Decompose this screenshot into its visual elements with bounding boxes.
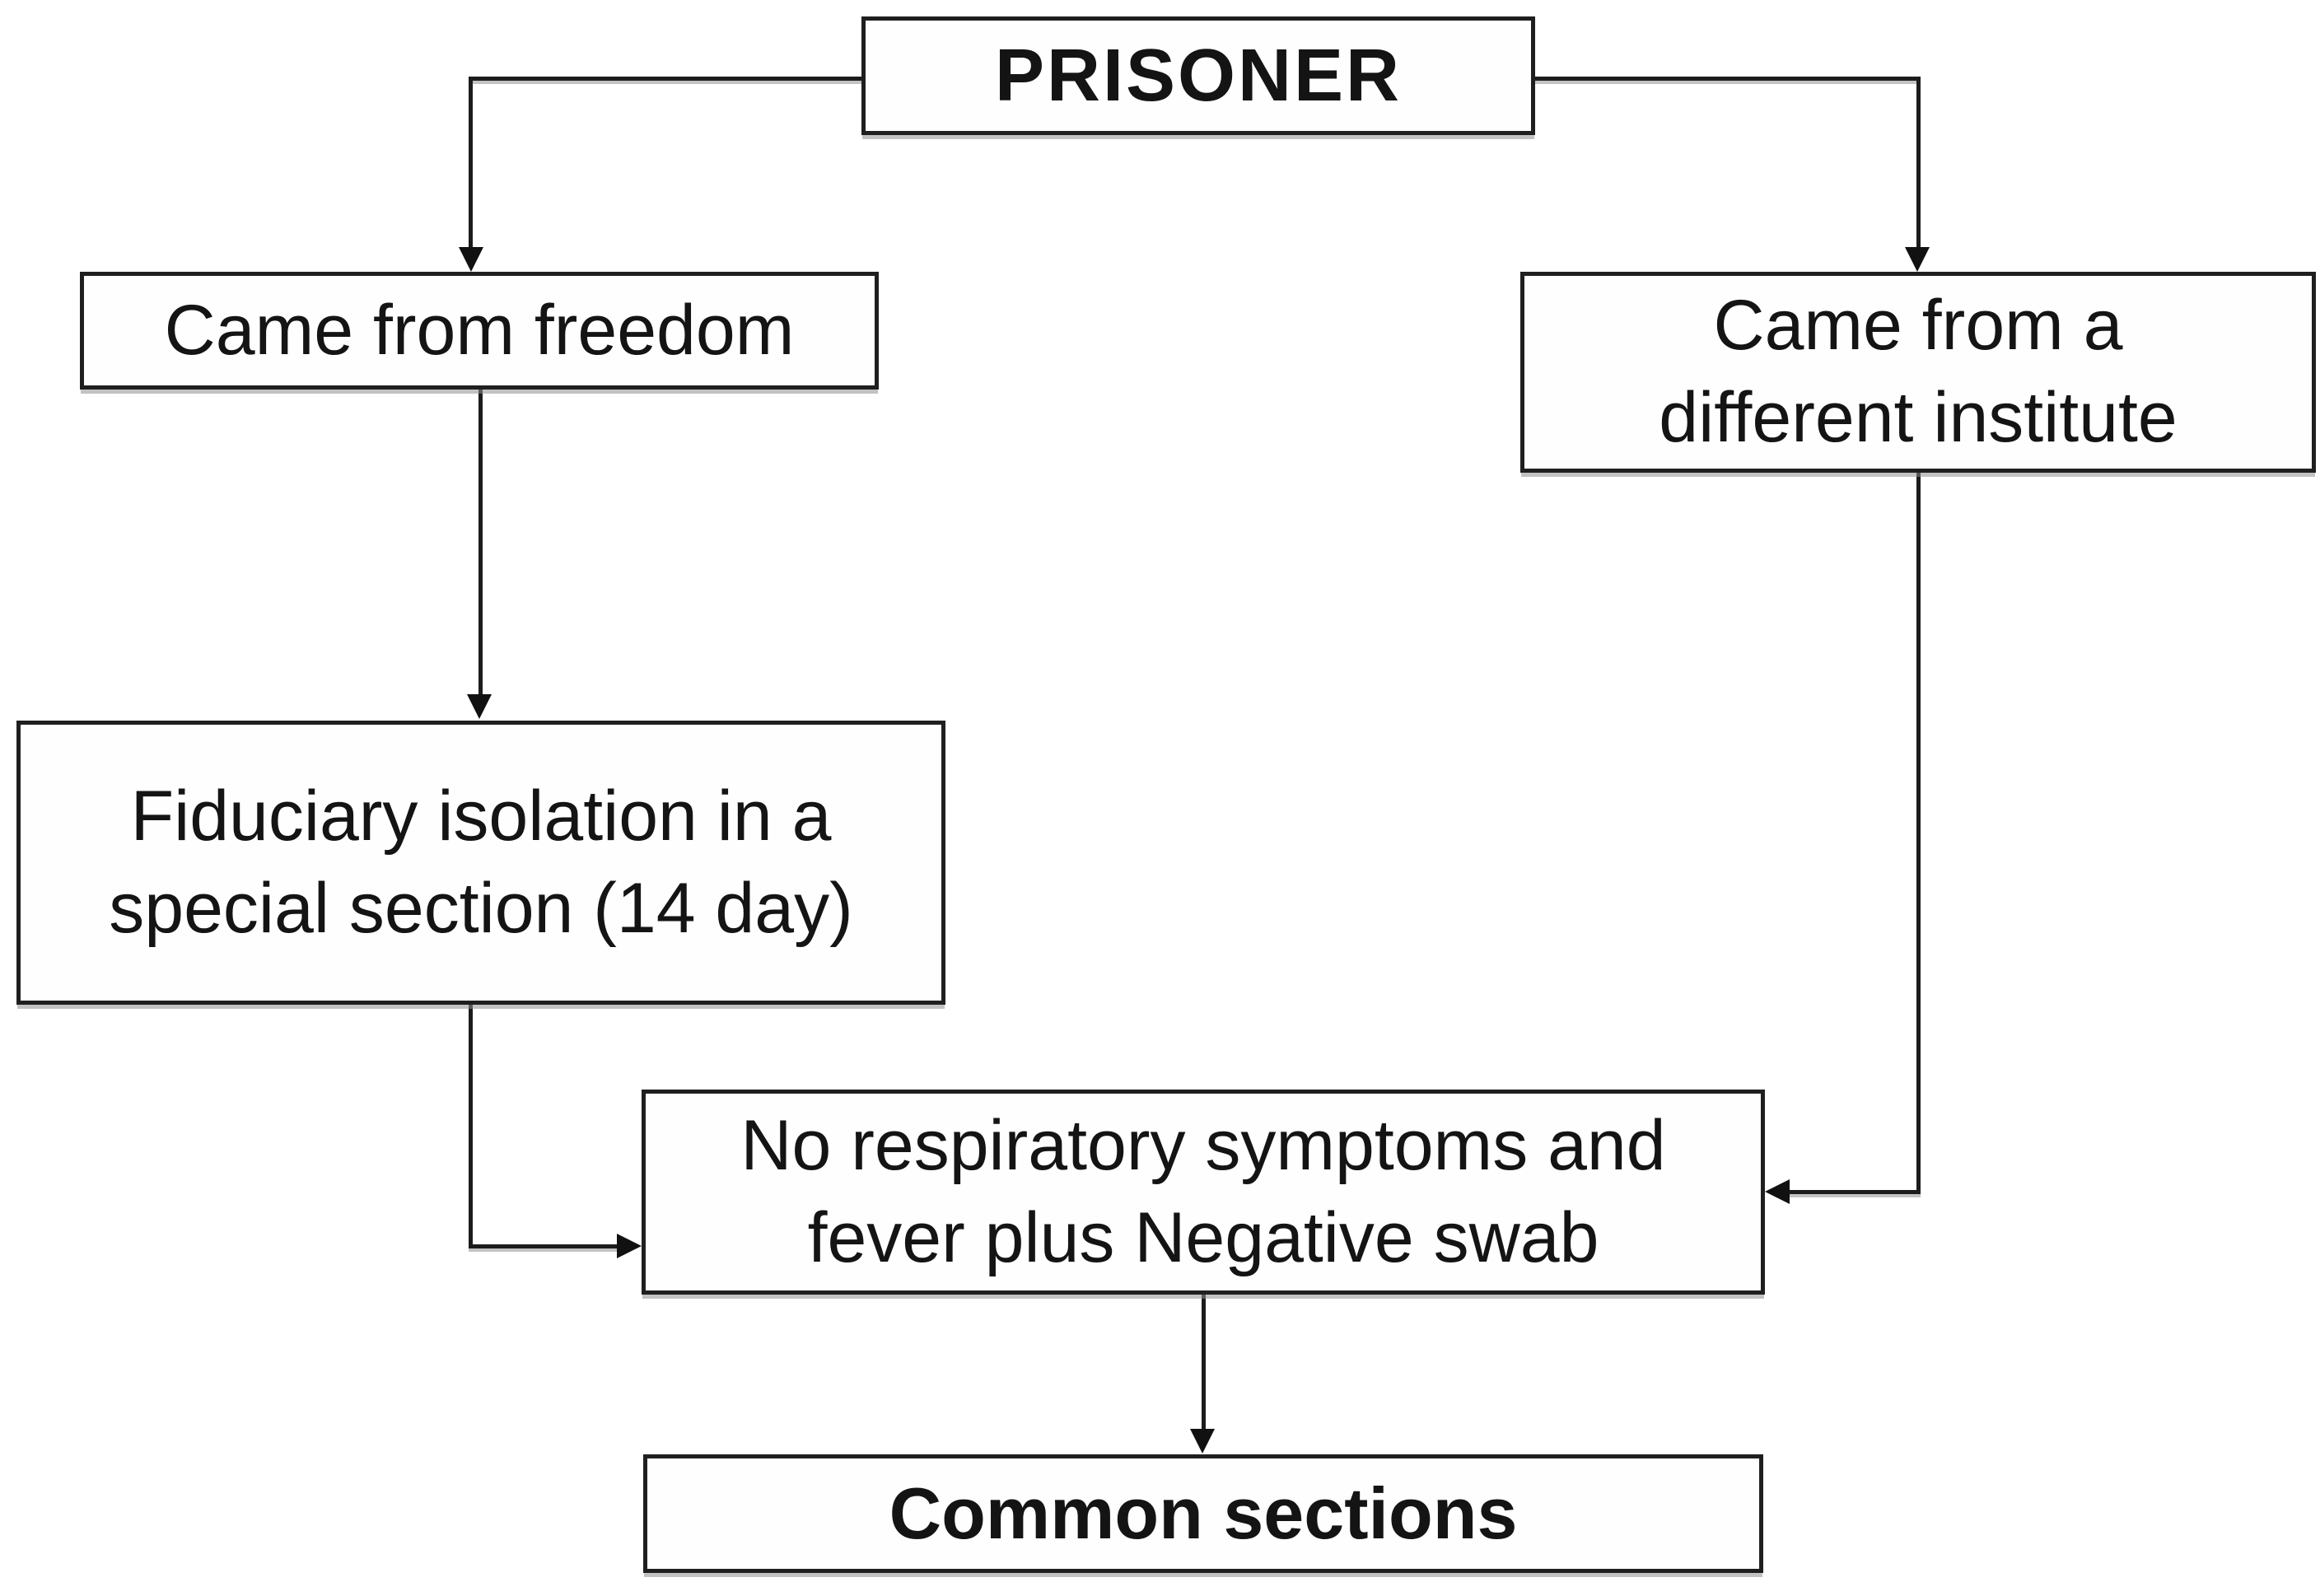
edge-prisoner-freedom-vline xyxy=(469,77,473,250)
node-came-from-freedom-label: Came from freedom xyxy=(164,290,795,370)
arrowhead-left-icon xyxy=(1765,1179,1790,1204)
edge-prisoner-freedom-hline xyxy=(469,77,863,81)
node-negative-swab: No respiratory symptoms and fever plus N… xyxy=(642,1090,1765,1295)
node-prisoner-label: PRISONER xyxy=(994,34,1403,117)
node-fiduciary-isolation-label: Fiduciary isolation in a special section… xyxy=(109,776,853,948)
arrowhead-right-icon xyxy=(617,1234,642,1258)
edge-prisoner-institute-vline xyxy=(1916,77,1921,250)
node-came-from-freedom: Came from freedom xyxy=(80,272,879,390)
edge-isolation-swab-vline xyxy=(469,1005,473,1248)
arrowhead-down-icon xyxy=(459,247,483,272)
edge-swab-common-vline xyxy=(1202,1295,1206,1430)
node-fiduciary-isolation: Fiduciary isolation in a special section… xyxy=(16,721,945,1005)
node-common-sections: Common sections xyxy=(643,1454,1763,1573)
node-came-from-institute: Came from a different institute xyxy=(1520,272,2316,473)
node-common-sections-label: Common sections xyxy=(889,1472,1518,1554)
arrowhead-down-icon xyxy=(1190,1429,1215,1454)
edge-freedom-isolation-vline xyxy=(478,390,483,696)
node-negative-swab-label: No respiratory symptoms and fever plus N… xyxy=(740,1105,1666,1277)
node-came-from-institute-label: Came from a different institute xyxy=(1659,286,2178,457)
edge-isolation-swab-hline xyxy=(469,1244,617,1248)
arrowhead-down-icon xyxy=(1905,247,1930,272)
edge-institute-swab-vline xyxy=(1916,473,1921,1194)
node-prisoner: PRISONER xyxy=(861,16,1535,135)
arrowhead-down-icon xyxy=(467,694,492,719)
edge-prisoner-institute-hline xyxy=(1533,77,1921,81)
edge-institute-swab-hline xyxy=(1790,1190,1921,1194)
